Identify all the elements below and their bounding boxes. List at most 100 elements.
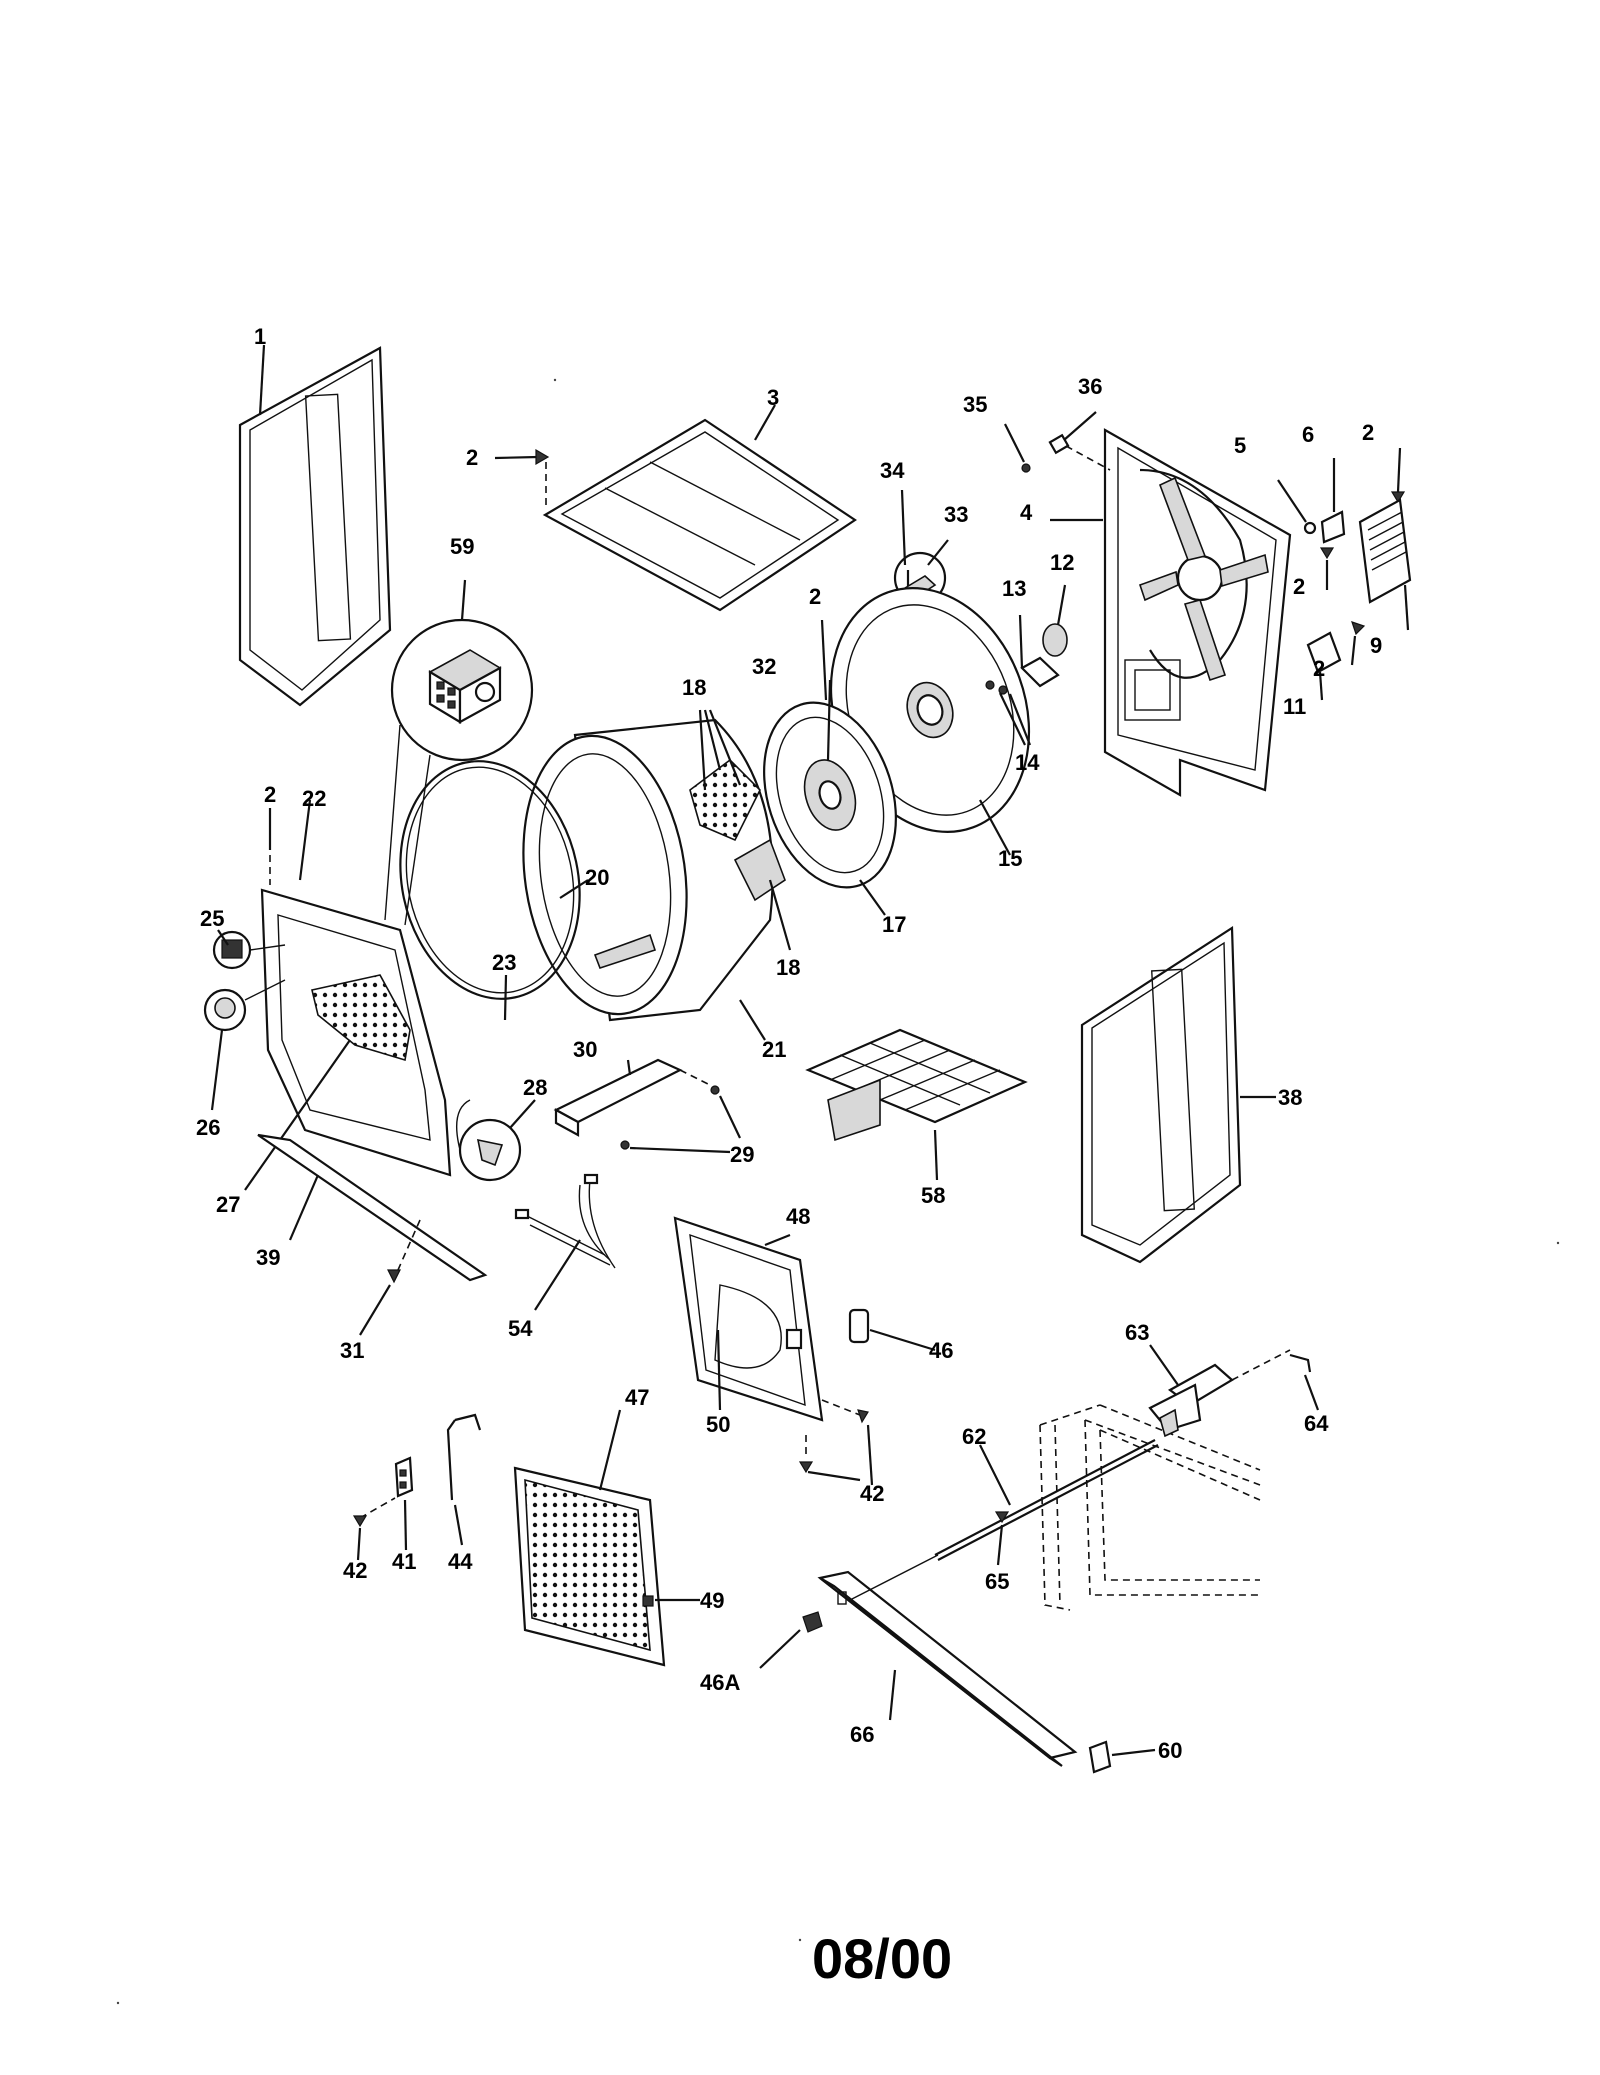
- part-2-screw-right-lower: [1350, 621, 1366, 666]
- callout-63: 63: [1125, 1320, 1149, 1345]
- part-4-rear-bulkhead: [1050, 428, 1292, 797]
- callout-2: 2: [466, 445, 478, 470]
- callout-30: 30: [573, 1037, 597, 1062]
- part-65-screw: [994, 1511, 1010, 1566]
- callout-21: 21: [762, 1037, 786, 1062]
- part-23-front-seal: [503, 974, 508, 1021]
- part-54-wire-harness: [514, 1173, 616, 1311]
- part-35-screw: [1004, 423, 1031, 473]
- callout-12: 12: [1050, 550, 1074, 575]
- cabinet-base-frame: [1039, 1404, 1261, 1611]
- callout-23: 23: [492, 950, 516, 975]
- part-2-screw-right-upper: [1390, 447, 1406, 504]
- callout-66: 66: [850, 1722, 874, 1747]
- part-6-clip: [1320, 458, 1346, 544]
- part-42-screws-door: [798, 1399, 874, 1486]
- part-58-drying-rack: [805, 1028, 1028, 1181]
- callout-2: 2: [1293, 574, 1305, 599]
- callout-32: 32: [752, 654, 776, 679]
- callout-6: 6: [1302, 422, 1314, 447]
- part-14-idler-screws: [985, 680, 1032, 746]
- callout-20: 20: [585, 865, 609, 890]
- callout-47: 47: [625, 1385, 649, 1410]
- callout-31: 31: [340, 1338, 364, 1363]
- part-30-bracket: [553, 1058, 711, 1137]
- callout-25: 25: [200, 906, 224, 931]
- part-47-inner-door-panel: [513, 1409, 666, 1667]
- callout-2: 2: [1313, 656, 1325, 681]
- part-25-door-switch: [212, 929, 286, 970]
- part-28-door-catch: [456, 1099, 536, 1182]
- callout-2: 2: [809, 584, 821, 609]
- callout-2: 2: [264, 782, 276, 807]
- part-59-callout: [384, 579, 534, 926]
- callout-28: 28: [523, 1075, 547, 1100]
- callout-3: 3: [767, 385, 779, 410]
- callout-59: 59: [450, 534, 474, 559]
- part-39-toe-kick: [257, 1133, 488, 1282]
- callout-42: 42: [860, 1481, 884, 1506]
- part-63-bracket: [1148, 1344, 1291, 1438]
- part-17-bearing-plate: [763, 679, 897, 916]
- part-2-screw-right-mid: [1319, 547, 1335, 590]
- part-44-door-spring: [446, 1413, 482, 1546]
- callout-2: 2: [1362, 420, 1374, 445]
- callout-29: 29: [730, 1142, 754, 1167]
- callout-4: 4: [1020, 500, 1033, 525]
- part-12-idler-pulley: [1042, 584, 1068, 657]
- callout-46: 46: [929, 1338, 953, 1363]
- part-5-washer: [1277, 479, 1317, 535]
- part-13-idler-arm: [1018, 614, 1060, 688]
- callout-38: 38: [1278, 1085, 1302, 1110]
- callout-26: 26: [196, 1115, 220, 1140]
- part-60-end-cap: [1088, 1740, 1156, 1774]
- callout-60: 60: [1158, 1738, 1182, 1763]
- callout-36: 36: [1078, 374, 1102, 399]
- callout-58: 58: [921, 1183, 945, 1208]
- part-48-door-frame: [673, 1216, 824, 1422]
- callout-9: 9: [1370, 633, 1382, 658]
- fan-blades: [1138, 476, 1269, 682]
- callout-33: 33: [944, 502, 968, 527]
- callout-13: 13: [1002, 576, 1026, 601]
- part-9-vent-grille: [1358, 498, 1412, 631]
- part-66-front-rail: [817, 1570, 1078, 1767]
- callout-50: 50: [706, 1412, 730, 1437]
- callout-18: 18: [776, 955, 800, 980]
- callout-46a: 46A: [700, 1670, 740, 1695]
- callout-15: 15: [998, 846, 1022, 871]
- part-34-screw: [900, 489, 907, 566]
- part-46-door-handle: [848, 1308, 936, 1352]
- part-2-screw-drum: [820, 619, 828, 701]
- part-27-lint-screen: [244, 1039, 351, 1191]
- callout-62: 62: [962, 1424, 986, 1449]
- callout-18: 18: [682, 675, 706, 700]
- callout-44: 44: [448, 1549, 473, 1574]
- callout-27: 27: [216, 1192, 240, 1217]
- callout-labels: 1 2 3 35 36 2 34 33 5 6 4 2 9 2 11 59 2 …: [196, 324, 1382, 1763]
- part-29-screws: [620, 1085, 741, 1154]
- callout-54: 54: [508, 1316, 533, 1341]
- callout-5: 5: [1234, 433, 1246, 458]
- callout-39: 39: [256, 1245, 280, 1270]
- callout-49: 49: [700, 1588, 724, 1613]
- part-22-front-panel: [260, 799, 452, 1177]
- callout-41: 41: [392, 1549, 416, 1574]
- callout-14: 14: [1015, 750, 1040, 775]
- callout-1: 1: [254, 324, 266, 349]
- callout-48: 48: [786, 1204, 810, 1229]
- callout-64: 64: [1304, 1411, 1329, 1436]
- part-3-top-panel: [542, 404, 857, 612]
- part-2-screw-top: [494, 448, 550, 505]
- part-64-pin: [1289, 1353, 1320, 1411]
- part-20-drum-seal: [399, 760, 589, 1000]
- part-36-bracket: [1048, 411, 1111, 471]
- part-42-screw-hinge: [352, 1515, 368, 1561]
- footer-date-code: 08/00: [812, 1927, 952, 1990]
- callout-65: 65: [985, 1569, 1009, 1594]
- callout-22: 22: [302, 786, 326, 811]
- part-31-screw: [359, 1269, 401, 1336]
- scan-specks: [116, 378, 1560, 2005]
- callout-11: 11: [1283, 694, 1306, 719]
